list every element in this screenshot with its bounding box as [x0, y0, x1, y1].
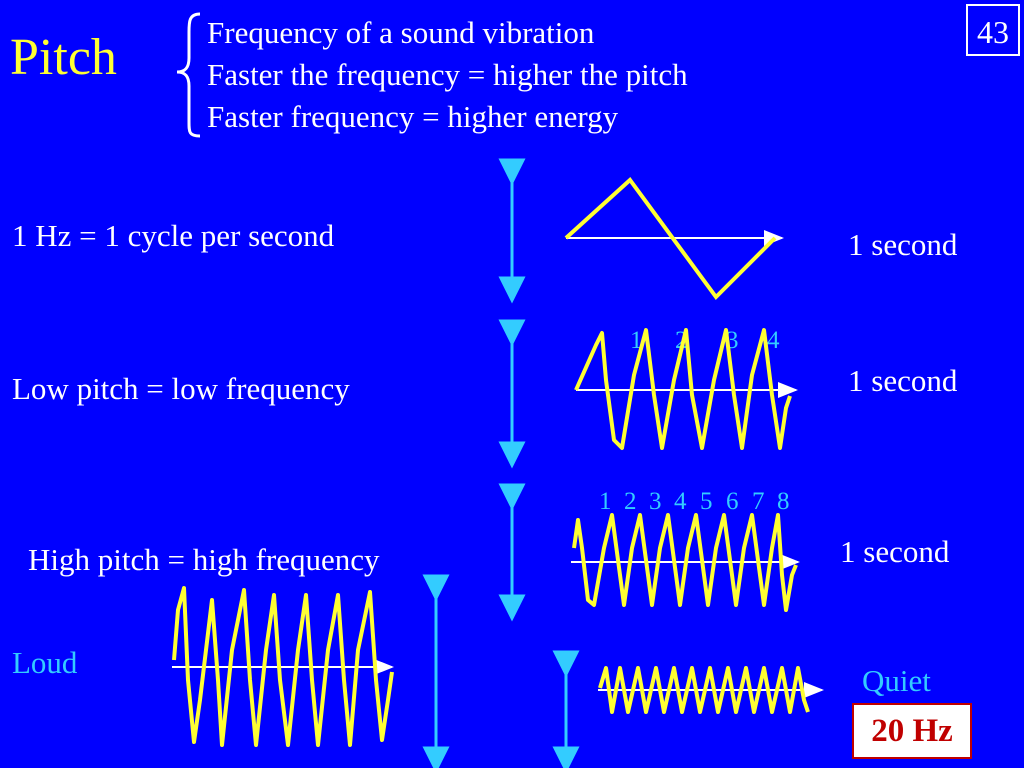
loud-label: Loud: [12, 645, 78, 680]
row-label-1hz: 1 Hz = 1 cycle per second: [12, 218, 335, 253]
definition-line-1: Frequency of a sound vibration: [207, 15, 595, 50]
cycle-label: 1: [599, 488, 612, 515]
cycle-label: 7: [752, 488, 765, 515]
brace-icon: [176, 12, 201, 138]
wave-1hz: [564, 177, 777, 301]
cycle-label: 2: [624, 488, 637, 515]
definition-line-2: Faster the frequency = higher the pitch: [207, 57, 688, 92]
duration-label-low: 1 second: [848, 363, 958, 398]
wave-quiet: [598, 666, 810, 714]
cycle-label: 4: [767, 327, 780, 354]
wave-low-pitch: [574, 328, 792, 450]
cycle-label: 8: [777, 488, 790, 515]
row-label-low-pitch: Low pitch = low frequency: [12, 371, 350, 406]
slide-title: Pitch: [10, 29, 117, 86]
frequency-badge: 20 Hz: [852, 703, 972, 759]
duration-label-high: 1 second: [840, 534, 950, 569]
cycle-label: 5: [700, 488, 713, 515]
slide-number: 43: [966, 4, 1020, 56]
row-label-high-pitch: High pitch = high frequency: [28, 542, 380, 577]
cycle-label: 4: [674, 488, 687, 515]
wave-loud: [172, 586, 394, 747]
duration-label-1hz: 1 second: [848, 227, 958, 262]
wave-high-pitch: [572, 513, 798, 612]
definition-list: Frequency of a sound vibration Faster th…: [207, 12, 688, 138]
cycle-label: 6: [726, 488, 739, 515]
quiet-label: Quiet: [862, 663, 931, 698]
cycle-label: 3: [649, 488, 662, 515]
definition-line-3: Faster frequency = higher energy: [207, 99, 619, 134]
